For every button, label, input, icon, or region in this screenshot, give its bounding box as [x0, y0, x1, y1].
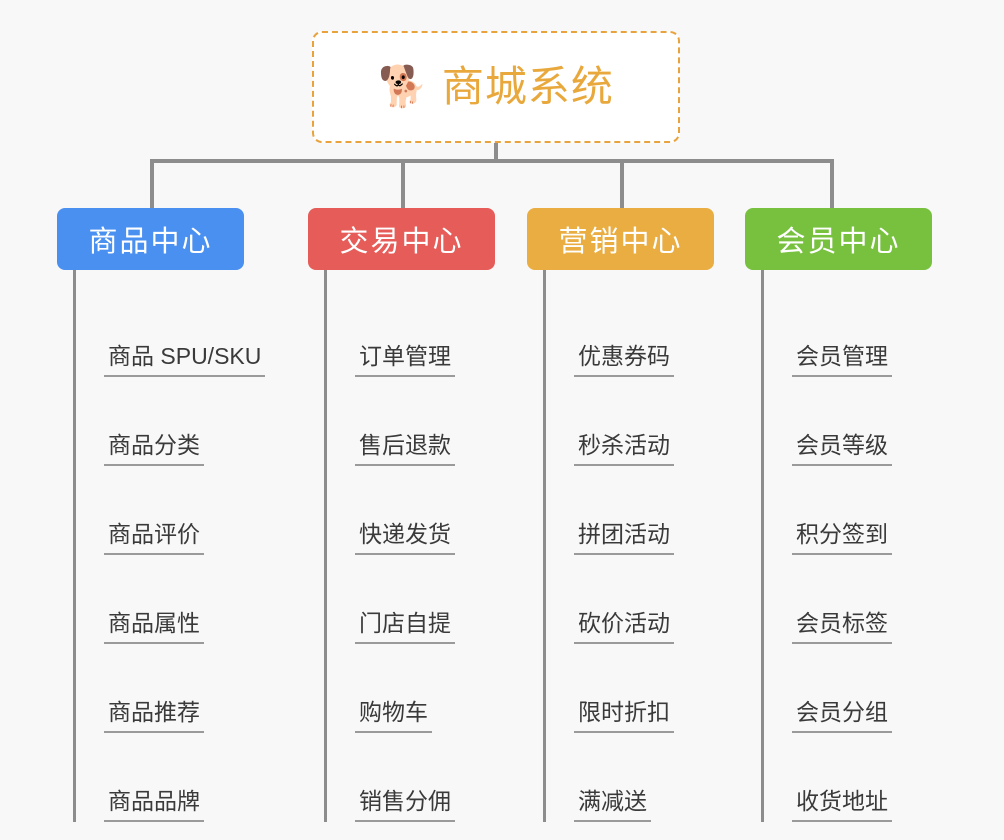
- branch-column: 交易中心订单管理售后退款快递发货门店自提购物车销售分佣: [308, 208, 495, 822]
- connector-drop-2: [401, 159, 405, 209]
- branch-child-item[interactable]: 商品 SPU/SKU: [73, 288, 266, 377]
- branch-child-item[interactable]: 拼团活动: [543, 466, 714, 555]
- branch-child-label: 商品评价: [104, 521, 204, 555]
- branch-child-label: 满减送: [574, 788, 651, 822]
- branch-child-item[interactable]: 优惠券码: [543, 288, 714, 377]
- branch-child-item[interactable]: 商品属性: [73, 555, 265, 644]
- branch-child-item[interactable]: 订单管理: [324, 288, 495, 377]
- branch-header[interactable]: 商品中心: [57, 208, 244, 270]
- branch-child-label: 限时折扣: [574, 699, 674, 733]
- branch-child-label: 商品 SPU/SKU: [104, 343, 266, 377]
- branch-child-item[interactable]: 商品品牌: [73, 733, 265, 822]
- connector-stem: [494, 143, 498, 163]
- connector-drop-3: [620, 159, 624, 209]
- branch-child-item[interactable]: 商品评价: [73, 466, 265, 555]
- branch-child-label: 销售分佣: [355, 788, 455, 822]
- branch-child-item[interactable]: 商品推荐: [73, 644, 265, 733]
- branch-header[interactable]: 交易中心: [308, 208, 495, 270]
- branch-child-label: 积分签到: [792, 521, 892, 555]
- branch-child-item[interactable]: 秒杀活动: [543, 377, 714, 466]
- branch-child-item[interactable]: 会员标签: [761, 555, 932, 644]
- branch-child-item[interactable]: 商品分类: [73, 377, 265, 466]
- root-title: 商城系统: [441, 63, 614, 110]
- branch-child-item[interactable]: 快递发货: [324, 466, 495, 555]
- branch-header[interactable]: 会员中心: [745, 208, 932, 270]
- branch-children: 会员管理会员等级积分签到会员标签会员分组收货地址: [761, 270, 932, 822]
- branch-child-label: 会员等级: [792, 432, 892, 466]
- shiba-dog-icon: 🐕: [378, 65, 428, 109]
- branch-child-label: 会员标签: [792, 610, 892, 644]
- branch-child-item[interactable]: 砍价活动: [543, 555, 714, 644]
- branch-child-label: 订单管理: [355, 343, 455, 377]
- branch-header[interactable]: 营销中心: [527, 208, 714, 270]
- branch-spine: [324, 270, 327, 822]
- branch-child-label: 商品推荐: [104, 699, 204, 733]
- branch-child-label: 收货地址: [792, 788, 892, 822]
- branch-child-item[interactable]: 售后退款: [324, 377, 495, 466]
- root-node[interactable]: 🐕 商城系统: [312, 31, 680, 143]
- branch-child-label: 优惠券码: [574, 343, 674, 377]
- connector-drop-4: [830, 159, 834, 209]
- branch-child-item[interactable]: 门店自提: [324, 555, 495, 644]
- branch-child-label: 购物车: [355, 699, 432, 733]
- branch-child-item[interactable]: 收货地址: [761, 733, 932, 822]
- branch-child-item[interactable]: 销售分佣: [324, 733, 495, 822]
- connector-horizontal-bar: [150, 159, 834, 163]
- branch-child-label: 售后退款: [355, 432, 455, 466]
- branch-child-item[interactable]: 购物车: [324, 644, 495, 733]
- branch-spine: [761, 270, 764, 822]
- connector-drop-1: [150, 159, 154, 209]
- branch-child-item[interactable]: 限时折扣: [543, 644, 714, 733]
- branch-column: 商品中心商品 SPU/SKU 商品分类商品评价商品属性商品推荐商品品牌: [57, 208, 266, 822]
- branch-column: 营销中心优惠券码秒杀活动拼团活动砍价活动限时折扣满减送: [527, 208, 714, 822]
- branch-child-label: 拼团活动: [574, 521, 674, 555]
- branch-child-label: 会员分组: [792, 699, 892, 733]
- branch-child-label: 商品分类: [104, 432, 204, 466]
- branch-children: 订单管理售后退款快递发货门店自提购物车销售分佣: [324, 270, 495, 822]
- branch-child-label: 商品属性: [104, 610, 204, 644]
- branch-spine: [73, 270, 76, 822]
- branch-child-label: 秒杀活动: [574, 432, 674, 466]
- branch-child-item[interactable]: 会员分组: [761, 644, 932, 733]
- branch-child-item[interactable]: 会员等级: [761, 377, 932, 466]
- branch-child-item[interactable]: 会员管理: [761, 288, 932, 377]
- branch-child-label: 快递发货: [355, 521, 455, 555]
- branch-column: 会员中心会员管理会员等级积分签到会员标签会员分组收货地址: [745, 208, 932, 822]
- branch-spine: [543, 270, 546, 822]
- branch-children: 商品 SPU/SKU 商品分类商品评价商品属性商品推荐商品品牌: [73, 270, 266, 822]
- branch-child-label: 门店自提: [355, 610, 455, 644]
- branch-child-item[interactable]: 满减送: [543, 733, 714, 822]
- branch-child-item[interactable]: 积分签到: [761, 466, 932, 555]
- branch-children: 优惠券码秒杀活动拼团活动砍价活动限时折扣满减送: [543, 270, 714, 822]
- branch-child-label: 商品品牌: [104, 788, 204, 822]
- branch-child-label: 砍价活动: [574, 610, 674, 644]
- branch-child-label: 会员管理: [792, 343, 892, 377]
